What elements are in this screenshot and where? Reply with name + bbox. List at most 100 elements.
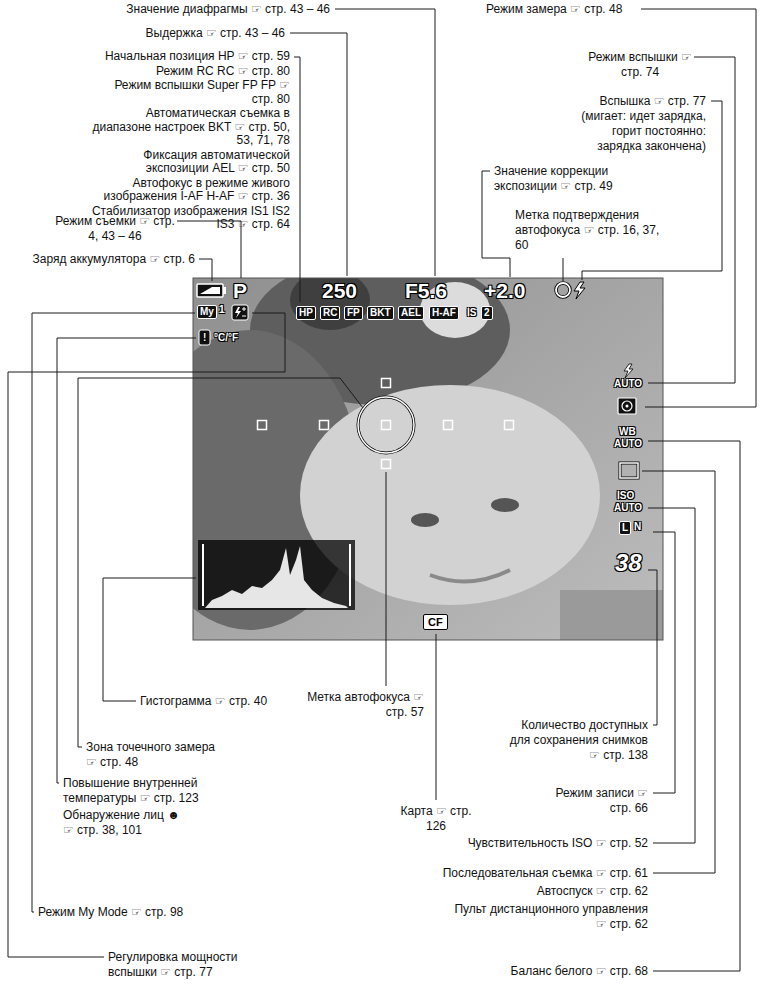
leader-line (648, 570, 657, 725)
callout-label: Автофокус в режиме живого изображения I-… (90, 177, 290, 204)
leader-line (290, 33, 347, 276)
callout-label: Режим вспышки ☞ стр. 74 (580, 50, 700, 80)
metering-dot (626, 405, 629, 408)
callout-label: Режим My Mode ☞ стр. 98 (38, 905, 183, 920)
display-indicator: WB (619, 426, 636, 438)
leader-line (563, 258, 564, 281)
leader-line (199, 259, 212, 281)
display-indicator: AUTO (614, 438, 642, 450)
spot-circle-outline (358, 397, 414, 453)
callout-label: Заряд аккумулятора ☞ стр. 6 (33, 252, 195, 267)
callout-label: Пульт дистанционного управления ☞ стр. 6… (453, 902, 648, 932)
af-target (444, 421, 453, 430)
plus-minus-symbol (242, 307, 246, 316)
display-icon-label: 2 (481, 306, 493, 320)
callout-label: Режим записи ☞ стр. 66 (538, 786, 648, 816)
display-icon-label: RC (320, 306, 340, 320)
display-value: +2.0 (484, 280, 525, 302)
screen-photo (193, 278, 663, 640)
display-value: F5.6 (405, 280, 447, 302)
callout-label: Зона точечного замера ☞ стр. 48 (86, 740, 226, 770)
callout-label: Выдержка ☞ стр. 43 – 46 (146, 26, 286, 41)
display-indicator: ISO (617, 490, 634, 502)
leader-lines (8, 9, 756, 971)
leader-line (648, 508, 695, 843)
callout-label: Обнаружение лиц ☻ ☞ стр. 38, 101 (63, 808, 183, 838)
callout-label: Карта ☞ стр. 126 (396, 804, 476, 834)
battery-charge (200, 287, 220, 294)
drive-icon (620, 463, 638, 478)
callout-label: Баланс белого ☞ стр. 68 (511, 964, 648, 979)
leader-line (32, 313, 195, 912)
flash-compensation-icon (232, 305, 248, 320)
display-icon-label: BKT (367, 306, 394, 320)
leader-line (103, 578, 196, 701)
callout-label: Чувствительность ISO ☞ стр. 52 (468, 836, 648, 851)
callout-label: Автоспуск ☞ стр. 62 (537, 884, 648, 899)
eye (411, 513, 439, 527)
display-indicator: 1 (219, 304, 225, 316)
callout-label: Регулировка мощности вспышки ☞ стр. 77 (108, 950, 288, 980)
af-confirm-outline (556, 283, 570, 297)
histogram-ground (198, 540, 355, 610)
display-icon-label: H-AF (429, 306, 459, 320)
card-icon-label: CF (423, 614, 448, 630)
leader-line (57, 338, 196, 783)
temperature-icon (199, 330, 210, 345)
leader-line (436, 634, 437, 800)
callout-label: Режим съемки ☞ стр. 4, 43 – 46 (55, 214, 175, 244)
af-target (382, 379, 391, 388)
af-target (258, 421, 267, 430)
leader-line (294, 57, 300, 302)
callout-label: Повышение внутренней температуры ☞ стр. … (63, 776, 233, 806)
histogram (198, 540, 355, 610)
eye (491, 498, 519, 512)
display-icon-label: My (197, 305, 217, 319)
leader-line (648, 441, 740, 971)
display-indicator: °C/°F (214, 332, 238, 344)
leader-line (642, 471, 715, 873)
flash-mode-bolt (624, 364, 633, 378)
callout-label: Начальная позиция HP ☞ стр. 59 (105, 50, 290, 64)
af-target (382, 460, 391, 469)
display-indicator: AUTO (614, 502, 642, 514)
display-indicator: N (634, 521, 641, 533)
battery-icon (197, 284, 223, 297)
metering-circle (622, 401, 632, 411)
callout-label: Режим RC RC ☞ стр. 80 (156, 65, 290, 79)
callout-label: Метка автофокуса ☞ стр. 57 (304, 690, 424, 720)
af-target (505, 421, 514, 430)
callout-label: Вспышка ☞ стр. 77 (мигает: идет зарядка,… (566, 94, 706, 154)
mouth (430, 570, 510, 581)
spot-circle (358, 397, 414, 453)
callout-label: Значение диафрагмы ☞ стр. 43 – 46 (126, 2, 330, 17)
flash-compensation-bolt (235, 307, 241, 318)
screen-frame (193, 278, 663, 640)
leader-line (335, 9, 435, 276)
battery-terminal (223, 287, 226, 294)
frame-counter: 38 (615, 550, 642, 576)
display-icon-label: FP (344, 306, 363, 320)
af-target (382, 421, 391, 430)
callout-label: Значение коррекции экспозиции ☞ стр. 49 (494, 164, 624, 194)
af-confirm-mark (556, 283, 570, 297)
display-icon-label: L (619, 521, 631, 535)
leader-line (8, 313, 285, 957)
display-indicator: ! (203, 332, 206, 344)
callout-label: Метка подтверждения автофокуса ☞ стр. 16… (515, 208, 665, 253)
display-icon-label: HP (296, 306, 316, 320)
af-targets (258, 379, 514, 469)
display-icons (197, 282, 638, 478)
histogram-bracket (203, 544, 350, 606)
callout-label: Автоматическая съемка в диапазоне настро… (90, 107, 290, 148)
leader-line (653, 532, 675, 793)
display-icon-label: AEL (398, 306, 424, 320)
callout-label: Гистограмма ☞ стр. 40 (140, 694, 267, 709)
histogram-curve (205, 546, 348, 608)
flash-ready-bolt (574, 282, 585, 299)
shirt (560, 590, 663, 640)
drive-icon-outline (620, 463, 638, 478)
metering-icon (618, 398, 636, 414)
display-value: 250 (322, 280, 357, 302)
